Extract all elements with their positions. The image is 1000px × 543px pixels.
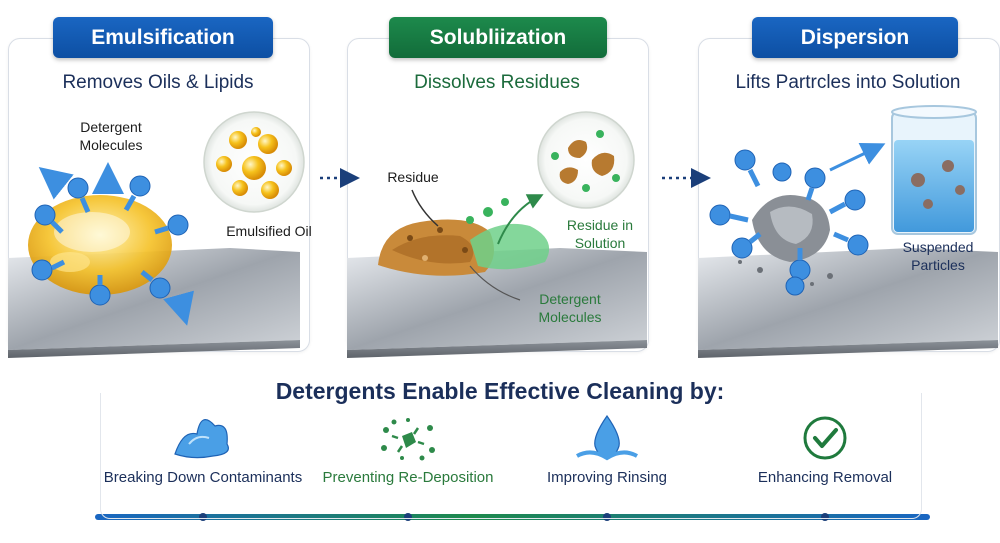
label-residue: Residue — [387, 169, 439, 185]
detergent-leader-line — [469, 265, 521, 301]
label-detergent-molecules-2: Detergent Molecules — [538, 291, 602, 325]
particle-cluster — [738, 195, 833, 286]
label-detergent-molecules-1: Detergent Molecules — [79, 119, 143, 153]
residue-solution-bubble — [537, 111, 635, 209]
bar-markers — [199, 513, 829, 521]
green-detergent-solution — [466, 198, 550, 270]
residue-leader-line — [411, 189, 439, 227]
label-residue-in-solution: Residue in Solution — [566, 217, 634, 251]
subtitle-solubilization: Dissolves Residues — [414, 72, 580, 93]
badge-solubilization: Solubliization — [389, 17, 607, 58]
oil-blob — [28, 195, 172, 295]
label-emulsified-oil: Emulsified Oil — [226, 223, 312, 239]
label-suspended-particles: Suspended Particles — [902, 239, 974, 273]
benefit-preventing-redeposition: Preventing Re-Deposition — [322, 469, 494, 486]
benefits-title: Detergents Enable Effective Cleaning by: — [275, 378, 725, 404]
check-circle-icon — [803, 416, 847, 460]
emulsified-oil-bubble — [203, 111, 305, 213]
subtitle-dispersion: Lifts Partrcles into Solution — [735, 72, 961, 93]
steel-plate-3 — [698, 248, 998, 358]
benefit-breaking-down: Breaking Down Contaminants — [103, 469, 303, 486]
benefit-enhancing-removal: Enhancing Removal — [757, 469, 893, 486]
water-splash-icon — [174, 419, 229, 459]
benefit-improving-rinsing: Improving Rinsing — [546, 469, 668, 486]
detergent-molecules-1 — [31, 162, 194, 326]
badge-dispersion: Dispersion — [752, 17, 958, 58]
subtitle-emulsification: Removes Oils & Lipids — [62, 72, 254, 93]
beaker-icon — [891, 105, 977, 235]
badge-emulsification: Emulsification — [53, 17, 273, 58]
residue-pile — [378, 219, 494, 276]
benefits-frame — [100, 393, 922, 519]
solubilization-arrow — [497, 194, 544, 245]
water-drop-icon — [576, 414, 638, 461]
scatter-particles-icon — [381, 418, 435, 461]
detergent-molecules-3 — [709, 142, 886, 296]
